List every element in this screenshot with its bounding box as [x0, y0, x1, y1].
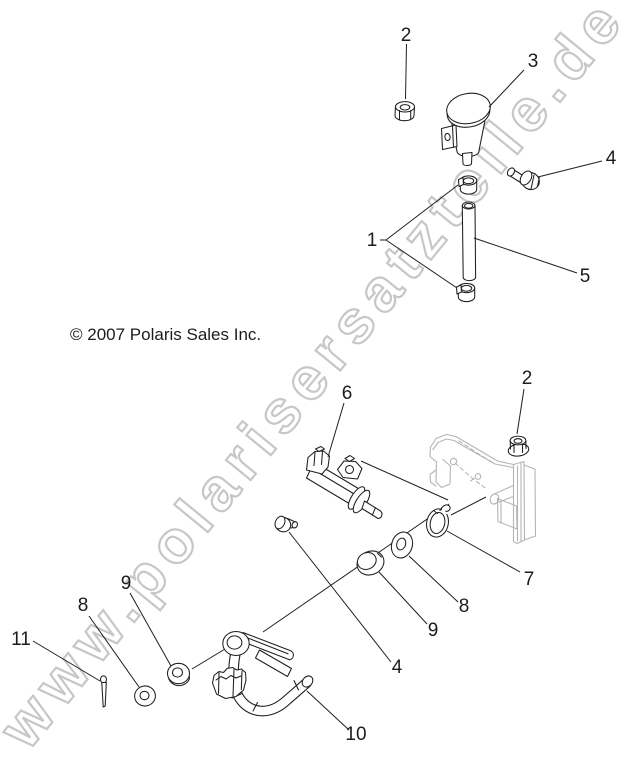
callouts: 2 3 4 1 5 6 2 7 8 9 4 10 11 8 9 [11, 25, 617, 745]
part-hose-clamp-lower [455, 282, 476, 303]
callout-10: 10 [345, 724, 366, 745]
part-hose [461, 201, 477, 282]
part-nut-bracket [507, 435, 530, 457]
part-hose-clamp-upper [457, 175, 478, 195]
callout-5: 5 [580, 266, 591, 287]
callout-2-top: 2 [401, 25, 412, 46]
part-spacer-left [166, 662, 191, 687]
leader-lines [32, 43, 603, 731]
part-retaining-clip [426, 504, 452, 538]
callout-8-left: 8 [78, 595, 89, 616]
callout-7: 7 [524, 569, 535, 590]
part-nut-top [394, 101, 416, 122]
frame-bracket-ghost [429, 433, 537, 545]
callout-3: 3 [528, 51, 539, 72]
callout-1: 1 [367, 230, 378, 251]
part-bolt-pedal [274, 515, 299, 533]
callout-11: 11 [11, 629, 31, 650]
part-cotter-pin [99, 675, 108, 708]
callout-4-pedal: 4 [392, 657, 403, 678]
callout-8-mid: 8 [459, 596, 470, 617]
callout-9-left: 9 [121, 573, 132, 594]
assembly-lines [191, 460, 487, 670]
part-washer-mid [390, 531, 414, 559]
callout-4-top: 4 [606, 148, 617, 169]
callout-2-bracket: 2 [522, 368, 533, 389]
callout-9-mid: 9 [428, 620, 439, 641]
part-pedal [211, 630, 314, 717]
copyright-text: © 2007 Polaris Sales Inc. [70, 325, 261, 344]
part-reservoir [440, 92, 491, 167]
part-master-cylinder [305, 445, 383, 520]
part-washer-left [134, 685, 156, 707]
part-cap-mid [356, 550, 385, 576]
callout-6: 6 [342, 383, 353, 404]
part-bolt-top [506, 167, 540, 191]
